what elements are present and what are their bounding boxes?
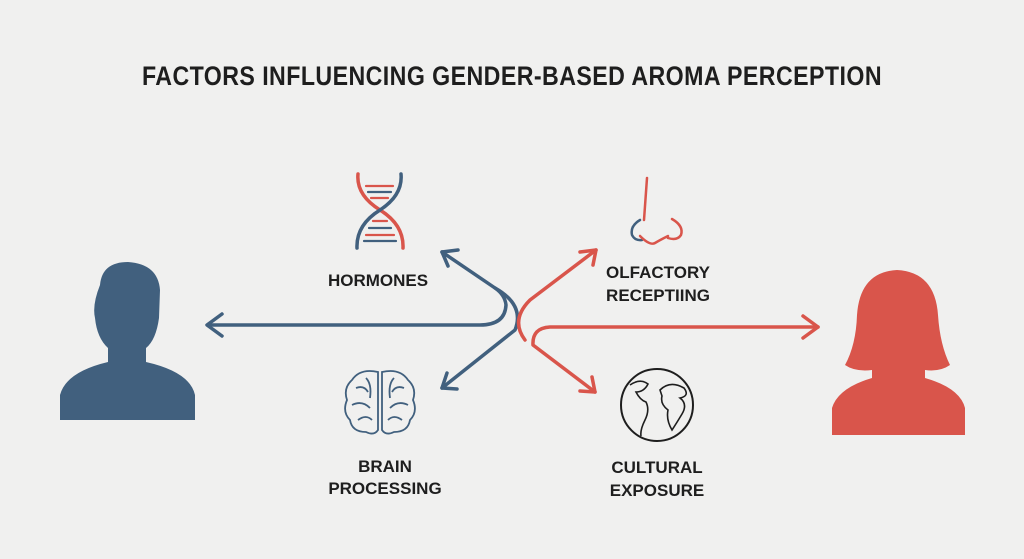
female-arrows [516,248,820,394]
diagram-title: FACTORS INFLUENCING GENDER-BASED AROMA P… [142,61,882,91]
globe-icon [620,368,694,442]
female-silhouette-icon [832,270,965,435]
label-hormones: HORMONES [328,271,428,290]
brain-icon [344,370,416,435]
male-arrows [205,248,520,391]
label-brain-line2: PROCESSING [328,479,441,498]
label-olfactory-line2: RECEPTIING [606,286,710,305]
label-cultural-line1: CULTURAL [611,458,702,477]
dna-icon [355,172,405,250]
nose-icon [630,176,683,245]
label-cultural-line2: EXPOSURE [610,481,704,500]
label-olfactory-line1: OLFACTORY [606,263,711,282]
male-silhouette-icon [60,262,195,420]
label-brain-line1: BRAIN [358,457,412,476]
